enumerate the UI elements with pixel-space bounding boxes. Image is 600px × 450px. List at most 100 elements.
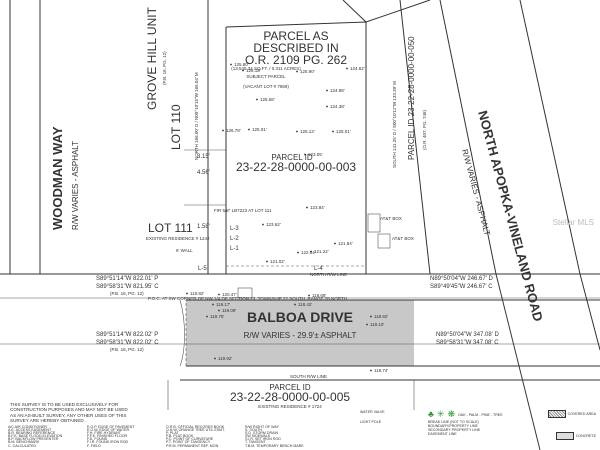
parcel-vacant: (VACANT LOT # 7869) bbox=[243, 84, 289, 89]
segment-l4: L-4 bbox=[314, 266, 323, 272]
spot-elevation-label: 121.84' bbox=[338, 241, 353, 246]
legend-item: B.R. BEARING REFERENCE bbox=[8, 431, 56, 436]
spot-elevation-label: 126.78' bbox=[226, 128, 241, 133]
legend-item: S. SOUTH bbox=[245, 428, 262, 433]
wall-label: 6' WALL bbox=[176, 248, 193, 253]
spot-elevation-marker bbox=[308, 294, 310, 297]
parcel-id-label: PARCEL ID bbox=[271, 153, 313, 162]
apopka-road-sub: R/W VARIES - ASPHALT bbox=[460, 148, 492, 236]
break-line-legend: BREAK LINE (NOT TO SCALE) bbox=[428, 420, 479, 424]
spot-elevation-marker bbox=[296, 70, 298, 73]
legend-item: A/C AIR CONDITIONER bbox=[8, 425, 47, 429]
spot-elevation-label: 126.18' bbox=[246, 68, 261, 73]
grove-hill-label: GROVE HILL UNIT bbox=[145, 6, 159, 110]
parcel-area: (13,545.34 SQ.FT. / 0.311 ACRES) bbox=[231, 66, 301, 71]
parcel-title-line1: PARCEL AS bbox=[263, 29, 328, 43]
spot-elevation-label: 119.17' bbox=[216, 302, 230, 307]
north-line-west-1: S89°51'14"W 822.01' P bbox=[96, 276, 158, 282]
spot-elevation-marker bbox=[366, 323, 368, 326]
parcel-title-line2: DESCRIBED IN bbox=[253, 41, 338, 55]
spot-elevation-marker bbox=[296, 130, 298, 133]
parcel-title-line3: O.R. 2109 PG. 262 bbox=[245, 53, 347, 67]
south-line-west-1: S89°51'14"W 822.02' P bbox=[96, 332, 158, 338]
legend-item: T. TANGENT bbox=[245, 440, 266, 445]
spot-elevation-marker bbox=[334, 242, 336, 245]
legend-item: P. PLAT bbox=[166, 431, 179, 436]
legend-item: P.B. PLAT BOOK bbox=[166, 434, 194, 439]
att-box-1: AT&T BOX bbox=[380, 216, 402, 221]
legend-item: F.D. FOUND bbox=[87, 437, 108, 442]
spot-elevation-label: 119.75' bbox=[210, 314, 224, 319]
spot-elevation-label: 124.62' bbox=[350, 66, 365, 71]
segment-l2: L-2 bbox=[230, 236, 239, 242]
dim-1: 3.15' bbox=[197, 154, 210, 160]
north-line-west-ref: (P.B. 16, PG. 12) bbox=[110, 291, 144, 296]
tree-icon: ✳ bbox=[436, 409, 445, 419]
spot-elevation-label: 125.90' bbox=[300, 69, 315, 74]
legend-item: B.P. BACKFLOW PREVENTER bbox=[8, 437, 59, 442]
east-bearing: SOUTH 141.25' D / S00°10'11"W 133.39' M bbox=[392, 81, 397, 168]
spot-elevation-marker bbox=[212, 303, 214, 306]
north-rw-label: NORTH R/W LINE bbox=[310, 272, 347, 277]
legend-item: SW SIDEWALK bbox=[245, 434, 271, 439]
spot-elevation-marker bbox=[370, 315, 372, 318]
legend-item: S.D. STORM DRAIN bbox=[245, 431, 279, 436]
concrete-legend: CONCRETE bbox=[575, 434, 596, 438]
balboa-drive-pavement bbox=[186, 300, 414, 366]
spot-elevation-marker bbox=[297, 251, 299, 254]
survey-notes: THIS SURVEY IS TO BE USED EXCLUSIVELY FO… bbox=[10, 402, 128, 424]
spot-elevation-label: 121.02' bbox=[270, 259, 285, 264]
north-line-east-1: N89°50'04"W 246.67' D bbox=[430, 276, 494, 282]
spot-elevation-label: 121.22' bbox=[314, 249, 329, 254]
spot-elevation-label: 119.10' bbox=[370, 322, 384, 327]
legend-item: O.R.B. OFFICIAL RECORDS BOOK bbox=[166, 425, 225, 429]
water-valve-legend: WATER VALVE bbox=[360, 410, 385, 414]
spot-elevation-label: 125.01' bbox=[336, 129, 351, 134]
spot-elevation-marker bbox=[218, 293, 220, 296]
covered-area-legend: COVERED AREA bbox=[567, 412, 596, 416]
north-line-west-2: S89°58'31"W 821.95' C bbox=[96, 284, 159, 290]
south-parcel-id-label: PARCEL ID bbox=[269, 383, 311, 392]
watermark: Stellar MLS bbox=[552, 218, 594, 227]
south-line-west-2: S89°58'31"W 822.02' C bbox=[96, 340, 159, 346]
spot-elevation-marker bbox=[186, 292, 188, 295]
easement-line-legend: EASEMENT LINE bbox=[428, 432, 457, 436]
legend-item: F.H. FIRE HYDRANT bbox=[87, 431, 121, 436]
secondary-line-legend: SECONDARY PROPERTY LINE bbox=[428, 428, 481, 432]
dim-2: 4.56' bbox=[197, 170, 210, 176]
spot-elevation-marker bbox=[326, 105, 328, 108]
spot-elevation-label: 124.38' bbox=[330, 104, 345, 109]
legend-item: B.M. BENCHMARK bbox=[8, 440, 40, 445]
spot-elevation-marker bbox=[262, 223, 264, 226]
lot110-bearing: NORTH 166.00' D / N00°10'15"W 166.04' M bbox=[194, 72, 199, 160]
spot-elevation-label: 123.84' bbox=[310, 205, 325, 210]
north-line-east-2: S89°49'45"W 246.67' C bbox=[430, 284, 493, 290]
spot-elevation-label: 119.09' bbox=[222, 308, 236, 313]
south-line-east-2: S89°58'31"W 347.08' C bbox=[436, 340, 499, 346]
legend-item: E.O.W. EDGE OF WATER bbox=[87, 428, 130, 433]
spot-elevation-marker bbox=[266, 260, 268, 263]
spot-elevation-marker bbox=[304, 153, 306, 156]
spot-elevation-marker bbox=[310, 250, 312, 253]
spot-elevation-marker bbox=[242, 69, 244, 72]
south-rw-label: SOUTH R/W LINE bbox=[290, 374, 327, 379]
spot-elevation-label: 123.05' bbox=[308, 152, 323, 157]
legend-item: P.T. POINT OF TANGENCY bbox=[166, 440, 211, 445]
spot-elevation-marker bbox=[214, 357, 216, 360]
spot-elevation-marker bbox=[230, 63, 232, 66]
spot-elevation-marker bbox=[248, 128, 250, 131]
concrete-swatch bbox=[555, 432, 574, 440]
spot-elevation-label: 123.62' bbox=[266, 222, 281, 227]
legend-item: P.C. POINT OF CURVATURE bbox=[166, 437, 214, 442]
legend-item: R/W RIGHT OF WAY bbox=[245, 425, 279, 429]
att-box-2: AT&T BOX bbox=[392, 236, 414, 241]
legend-item: O.H.W. ORANGE TREE UTIL ESMT. bbox=[166, 428, 225, 433]
spot-elevation-marker bbox=[326, 89, 328, 92]
south-parcel-id: 23-22-28-0000-00-005 bbox=[230, 390, 350, 404]
south-line-east-1: N89°50'04"W 347.08' D bbox=[436, 332, 500, 338]
south-line-west-ref: (P.B. 16, PG. 12) bbox=[110, 347, 144, 352]
spot-elevation-marker bbox=[206, 315, 208, 318]
dim-3: 1.58' bbox=[197, 224, 210, 230]
